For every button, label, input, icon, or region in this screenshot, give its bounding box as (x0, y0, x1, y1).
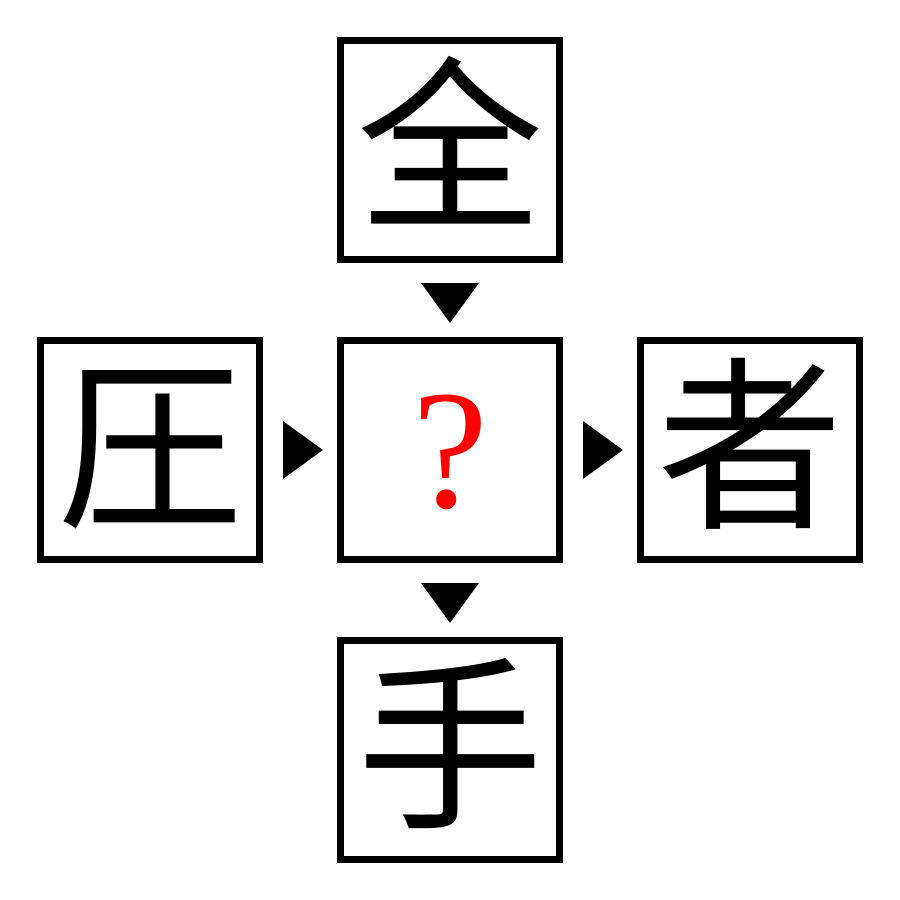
arrow-down-icon (421, 583, 479, 623)
answer-tile-center[interactable]: ? (337, 337, 563, 563)
kanji-bottom: 手 (356, 641, 543, 858)
kanji-tile-bottom: 手 (337, 637, 563, 863)
kanji-tile-left: 圧 (37, 337, 263, 563)
kanji-top: 全 (356, 41, 543, 258)
kanji-tile-right: 者 (637, 337, 863, 563)
arrow-right-icon (283, 421, 323, 479)
kanji-tile-top: 全 (337, 37, 563, 263)
question-mark: ? (412, 356, 488, 544)
arrow-down-icon (421, 283, 479, 323)
kanji-left: 圧 (56, 341, 243, 558)
arrow-right-icon (583, 421, 623, 479)
kanji-right: 者 (656, 341, 843, 558)
